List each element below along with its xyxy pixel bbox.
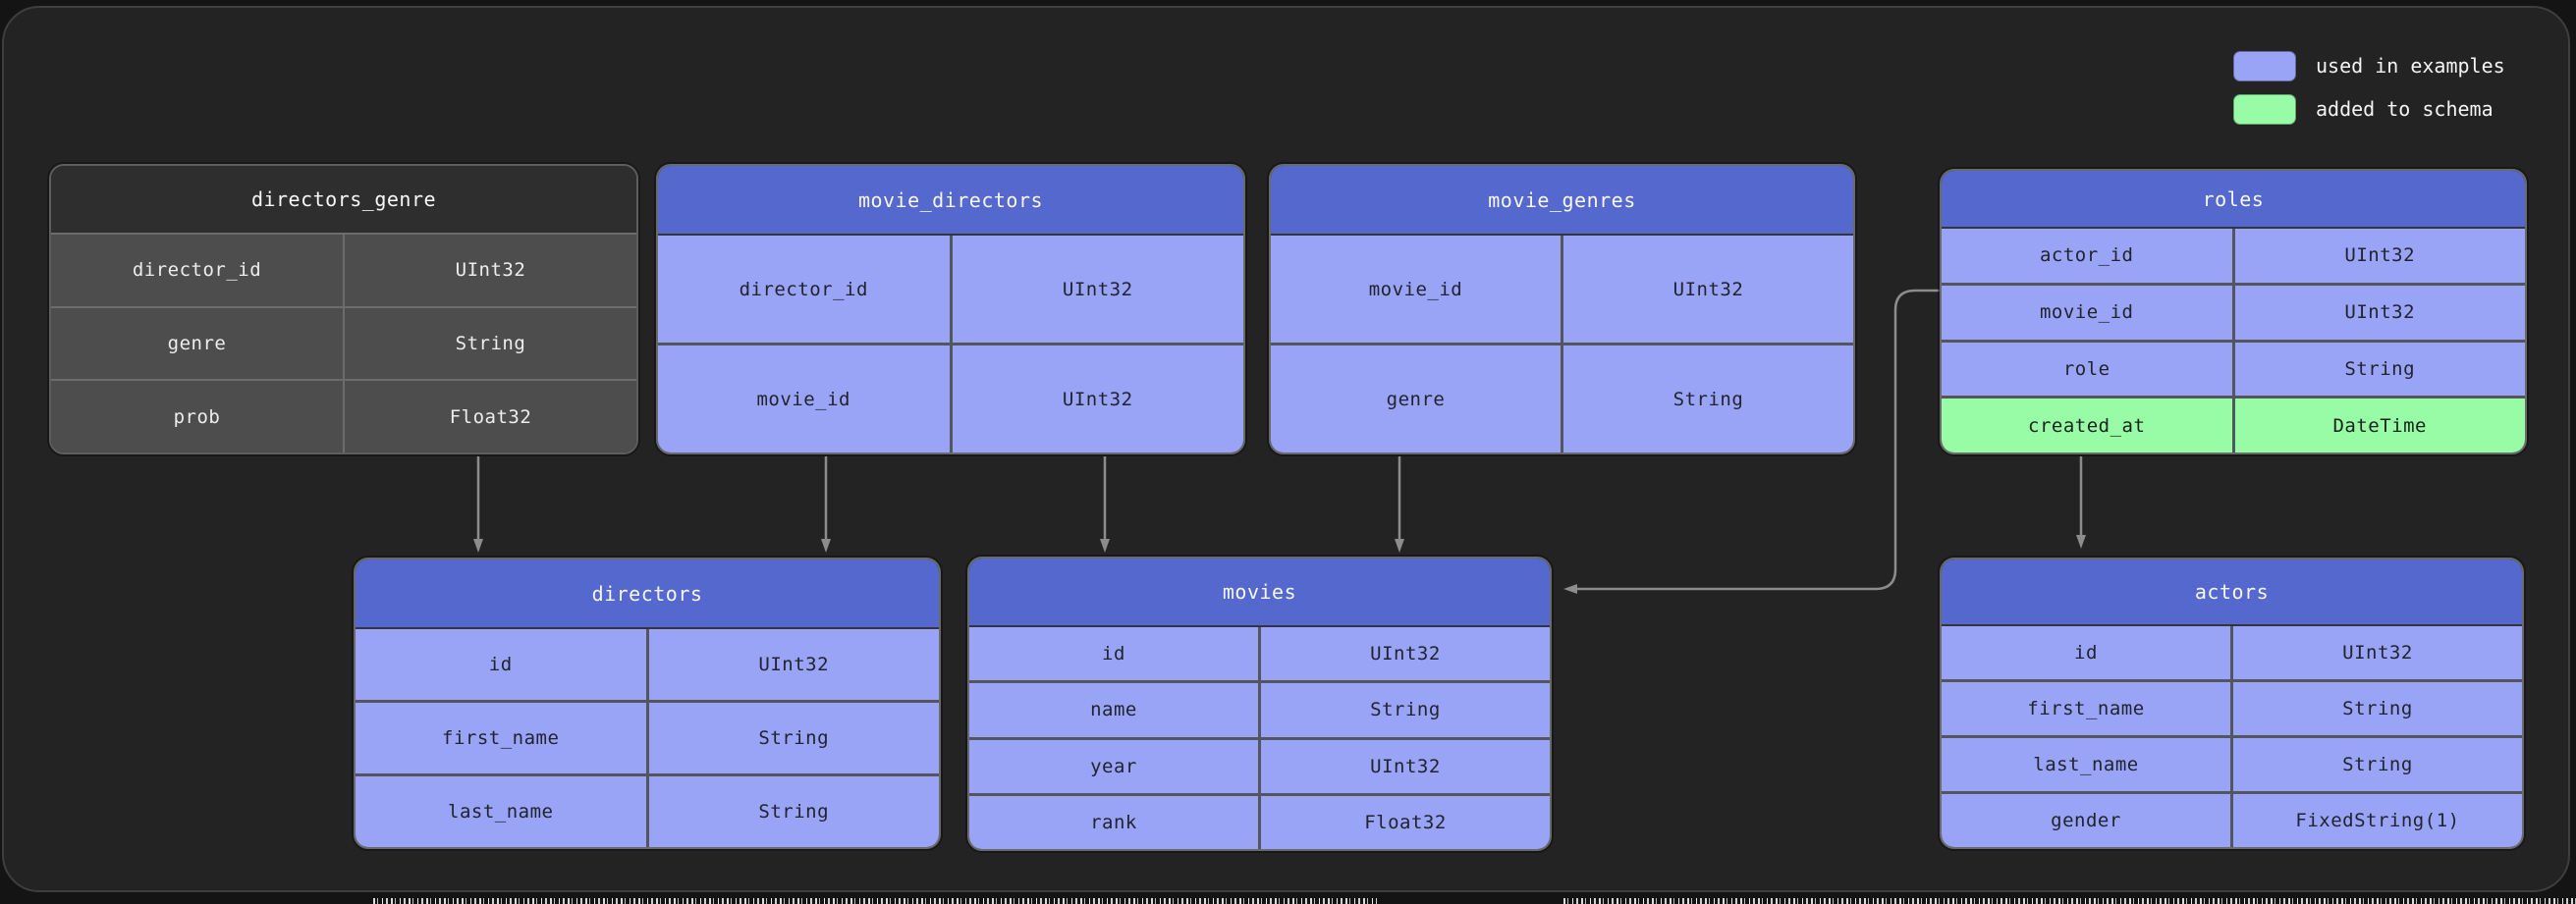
table-body: id UInt32 name String year UInt32 rank F… — [969, 625, 1550, 849]
table-directors: directors id UInt32 first_name String la… — [354, 558, 941, 849]
table-row: movie_id UInt32 — [658, 343, 1243, 452]
table-movie-directors: movie_directors director_id UInt32 movie… — [656, 164, 1245, 454]
column-name: first_name — [1942, 682, 2230, 735]
column-type: String — [2230, 738, 2522, 791]
table-row: id UInt32 — [356, 629, 939, 700]
table-body: id UInt32 first_name String last_name St… — [1942, 624, 2522, 847]
legend: used in examples added to schema — [2233, 50, 2538, 136]
table-title: movie_genres — [1271, 166, 1853, 234]
cutoff-text-fragment — [1563, 898, 2576, 904]
column-type: UInt32 — [2231, 285, 2525, 340]
table-row-added-to-schema: created_at DateTime — [1942, 396, 2525, 452]
column-type: DateTime — [2231, 399, 2525, 452]
table-actors: actors id UInt32 first_name String last_… — [1940, 558, 2524, 849]
column-name: name — [969, 683, 1258, 737]
table-row: first_name String — [356, 700, 939, 773]
column-type: UInt32 — [1258, 627, 1550, 681]
column-name: last_name — [356, 776, 646, 847]
column-type: UInt32 — [645, 629, 939, 700]
table-row: director_id UInt32 — [51, 235, 636, 306]
column-name: prob — [51, 381, 343, 452]
column-type: String — [1561, 346, 1853, 452]
legend-item-used-in-examples: used in examples — [2233, 50, 2538, 81]
column-type: UInt32 — [1561, 236, 1853, 343]
column-name: genre — [51, 307, 343, 380]
table-row: id UInt32 — [969, 627, 1550, 681]
table-row: genre String — [1271, 343, 1853, 452]
column-type: UInt32 — [949, 236, 1243, 343]
column-type: UInt32 — [2230, 626, 2522, 679]
table-row: gender FixedString(1) — [1942, 791, 2522, 847]
table-roles: roles actor_id UInt32 movie_id UInt32 ro… — [1940, 169, 2527, 454]
legend-swatch-added-to-schema — [2233, 93, 2296, 125]
column-name: created_at — [1942, 399, 2232, 452]
column-name: genre — [1271, 346, 1561, 452]
column-name: id — [356, 629, 646, 700]
column-type: UInt32 — [2231, 229, 2525, 283]
cutoff-text-fragment — [373, 898, 1377, 904]
column-type: Float32 — [1258, 795, 1550, 849]
column-name: movie_id — [1942, 285, 2232, 340]
table-title: directors_genre — [51, 166, 636, 233]
table-title: roles — [1942, 171, 2525, 227]
column-name: gender — [1942, 794, 2230, 847]
table-body: director_id UInt32 genre String prob Flo… — [51, 233, 636, 452]
table-row: prob Float32 — [51, 379, 636, 452]
page-bottom-cutoff-text-strip — [0, 896, 2576, 904]
legend-label: used in examples — [2316, 54, 2505, 78]
table-row: first_name String — [1942, 679, 2522, 735]
table-movies: movies id UInt32 name String year UInt32… — [967, 557, 1552, 851]
column-name: last_name — [1942, 738, 2230, 791]
table-row: rank Float32 — [969, 792, 1550, 849]
column-type: UInt32 — [1258, 739, 1550, 793]
column-type: String — [343, 307, 636, 380]
column-name: id — [1942, 626, 2230, 679]
table-body: id UInt32 first_name String last_name St… — [356, 627, 939, 847]
column-name: director_id — [658, 236, 950, 343]
table-title: movie_directors — [658, 166, 1243, 234]
column-name: movie_id — [658, 346, 950, 452]
column-name: movie_id — [1271, 236, 1561, 343]
column-name: actor_id — [1942, 229, 2232, 283]
table-title: movies — [969, 558, 1550, 625]
column-name: id — [969, 627, 1258, 681]
table-movie-genres: movie_genres movie_id UInt32 genre Strin… — [1269, 164, 1855, 454]
table-title: actors — [1942, 559, 2522, 624]
legend-swatch-used-in-examples — [2233, 50, 2296, 81]
table-title: directors — [356, 559, 939, 627]
table-body: movie_id UInt32 genre String — [1271, 234, 1853, 452]
column-type: String — [2230, 682, 2522, 735]
table-row: genre String — [51, 305, 636, 380]
table-row: movie_id UInt32 — [1271, 236, 1853, 343]
column-type: FixedString(1) — [2230, 794, 2522, 847]
column-type: String — [645, 776, 939, 847]
column-type: String — [645, 703, 939, 773]
column-type: String — [1258, 683, 1550, 737]
column-name: rank — [969, 795, 1258, 849]
legend-label: added to schema — [2316, 97, 2494, 121]
legend-item-added-to-schema: added to schema — [2233, 93, 2538, 125]
column-type: String — [2231, 342, 2525, 397]
table-row: role String — [1942, 339, 2525, 397]
column-name: role — [1942, 342, 2232, 397]
table-body: actor_id UInt32 movie_id UInt32 role Str… — [1942, 227, 2525, 452]
table-row: actor_id UInt32 — [1942, 229, 2525, 283]
table-row: name String — [969, 680, 1550, 737]
table-body: director_id UInt32 movie_id UInt32 — [658, 234, 1243, 452]
table-row: id UInt32 — [1942, 626, 2522, 679]
column-type: UInt32 — [949, 346, 1243, 452]
column-type: Float32 — [343, 381, 636, 452]
table-row: year UInt32 — [969, 736, 1550, 793]
table-row: movie_id UInt32 — [1942, 282, 2525, 340]
column-name: year — [969, 739, 1258, 793]
table-row: director_id UInt32 — [658, 236, 1243, 343]
table-directors-genre: directors_genre director_id UInt32 genre… — [49, 164, 638, 454]
table-row: last_name String — [356, 773, 939, 847]
column-type: UInt32 — [343, 235, 636, 306]
column-name: first_name — [356, 703, 646, 773]
column-name: director_id — [51, 235, 343, 306]
table-row: last_name String — [1942, 735, 2522, 791]
